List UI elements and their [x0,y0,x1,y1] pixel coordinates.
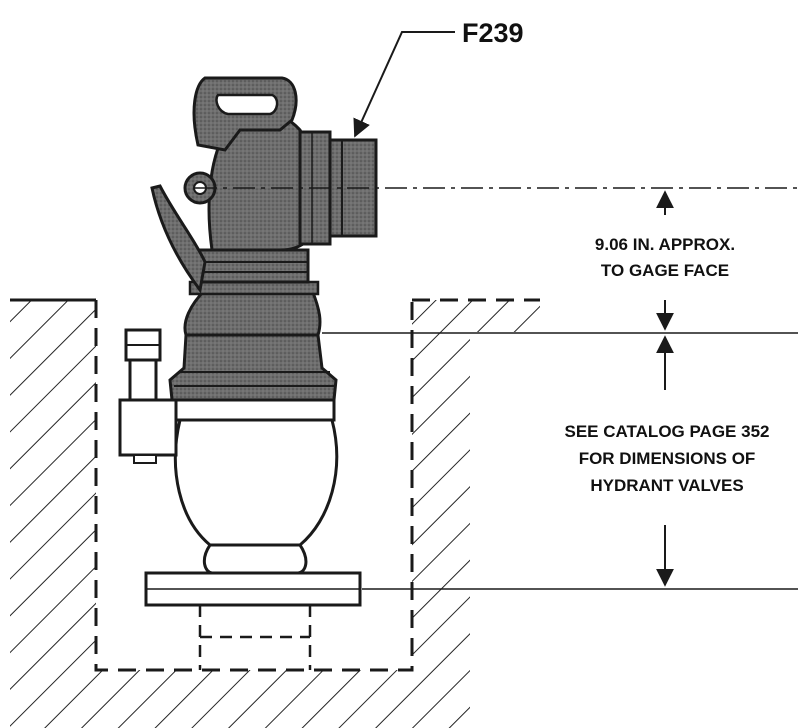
dimension-lower-line1: SEE CATALOG PAGE 352 [565,422,770,441]
gage-handle-opening [215,93,279,116]
hydrant-valve [118,328,339,575]
dimension-upper-line1: 9.06 IN. APPROX. [595,235,735,254]
valve-side-block [118,398,178,457]
valve-side-stem [128,358,158,402]
pit-walls [10,298,540,728]
valve-neck [202,543,308,575]
floor-hatch [10,670,470,728]
f239-gage-assembly [150,76,798,337]
dimension-lower-line2: FOR DIMENSIONS OF [579,449,756,468]
dimension-upper-line2: TO GAGE FACE [601,261,729,280]
valve-side-nut [133,454,157,464]
valve-upper-ring [170,398,336,422]
right-wall-hatch [412,300,470,670]
valve-collar [168,333,338,402]
pit-inner-outline [94,298,540,672]
dimension-lower-line3: HYDRANT VALVES [590,476,743,495]
callout-leader [353,31,455,138]
gage-lever [150,184,207,294]
gage-thread-ring [196,248,310,284]
base-flange [144,571,362,670]
part-number-label: F239 [462,18,524,48]
valve-lower-bowl [173,418,339,547]
right-top-hatch [470,300,540,332]
gage-base-cone [183,288,322,337]
gage-base-ring [188,280,320,296]
left-wall-hatch [10,300,96,670]
